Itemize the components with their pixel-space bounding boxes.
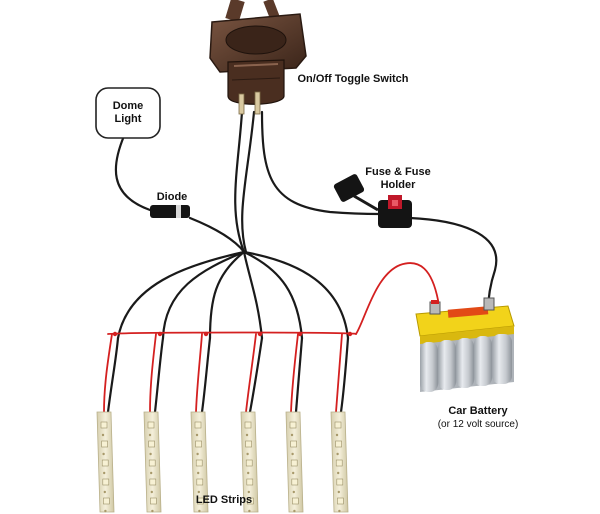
led-chip [289,421,297,429]
led-strips-group [96,411,349,513]
led-chip [246,478,254,486]
led-chip [101,459,109,467]
led-chip [147,421,155,429]
led-chip [245,440,252,448]
led-chip [290,440,297,448]
led-chip [195,459,203,467]
led-strip [285,411,304,513]
led-chip [148,440,155,448]
fuse-label-line1: Fuse & Fuse [365,166,430,178]
led-chip [103,497,110,505]
led-chip [194,421,202,429]
red-wires [103,262,439,413]
dome-light-label-line2: Light [115,113,142,125]
led-chip [102,478,110,486]
led-chip [337,497,344,505]
car-battery [415,297,515,392]
led-chip [101,440,108,448]
diode [150,205,190,218]
car-battery-label: Car Battery [448,405,508,417]
toggle-switch-label: On/Off Toggle Switch [297,73,408,85]
led-chip [244,421,252,429]
led-chip [334,421,342,429]
led-chip [336,478,344,486]
led-chip [196,478,204,486]
led-strip [190,411,209,513]
fuse-holder [333,174,412,228]
led-chip [290,459,298,467]
car-battery-sublabel: (or 12 volt source) [438,419,519,430]
led-chip [195,440,202,448]
led-chip [148,459,156,467]
led-chip [149,478,157,486]
led-strip [330,411,349,513]
led-chip [197,497,204,505]
led-strips-label: LED Strips [196,494,252,506]
diode-label: Diode [157,191,188,203]
led-strip [240,411,259,513]
led-strip [96,411,115,513]
black-wires [106,110,498,414]
led-strip [143,411,162,513]
led-chip [100,421,108,429]
dome-light-label-line1: Dome [113,100,144,112]
toggle-switch [209,0,307,115]
led-chip [335,440,342,448]
dome-light [95,87,161,139]
led-chip [247,497,254,505]
fuse-label-line2: Holder [381,179,417,191]
led-chip [245,459,253,467]
led-chip [335,459,343,467]
bus-joints [112,331,353,337]
battery-cells [420,334,512,392]
led-chip [292,497,299,505]
led-chip [291,478,299,486]
led-chip [150,497,157,505]
labels: Dome Light Diode On/Off Toggle Switch Fu… [113,73,519,506]
